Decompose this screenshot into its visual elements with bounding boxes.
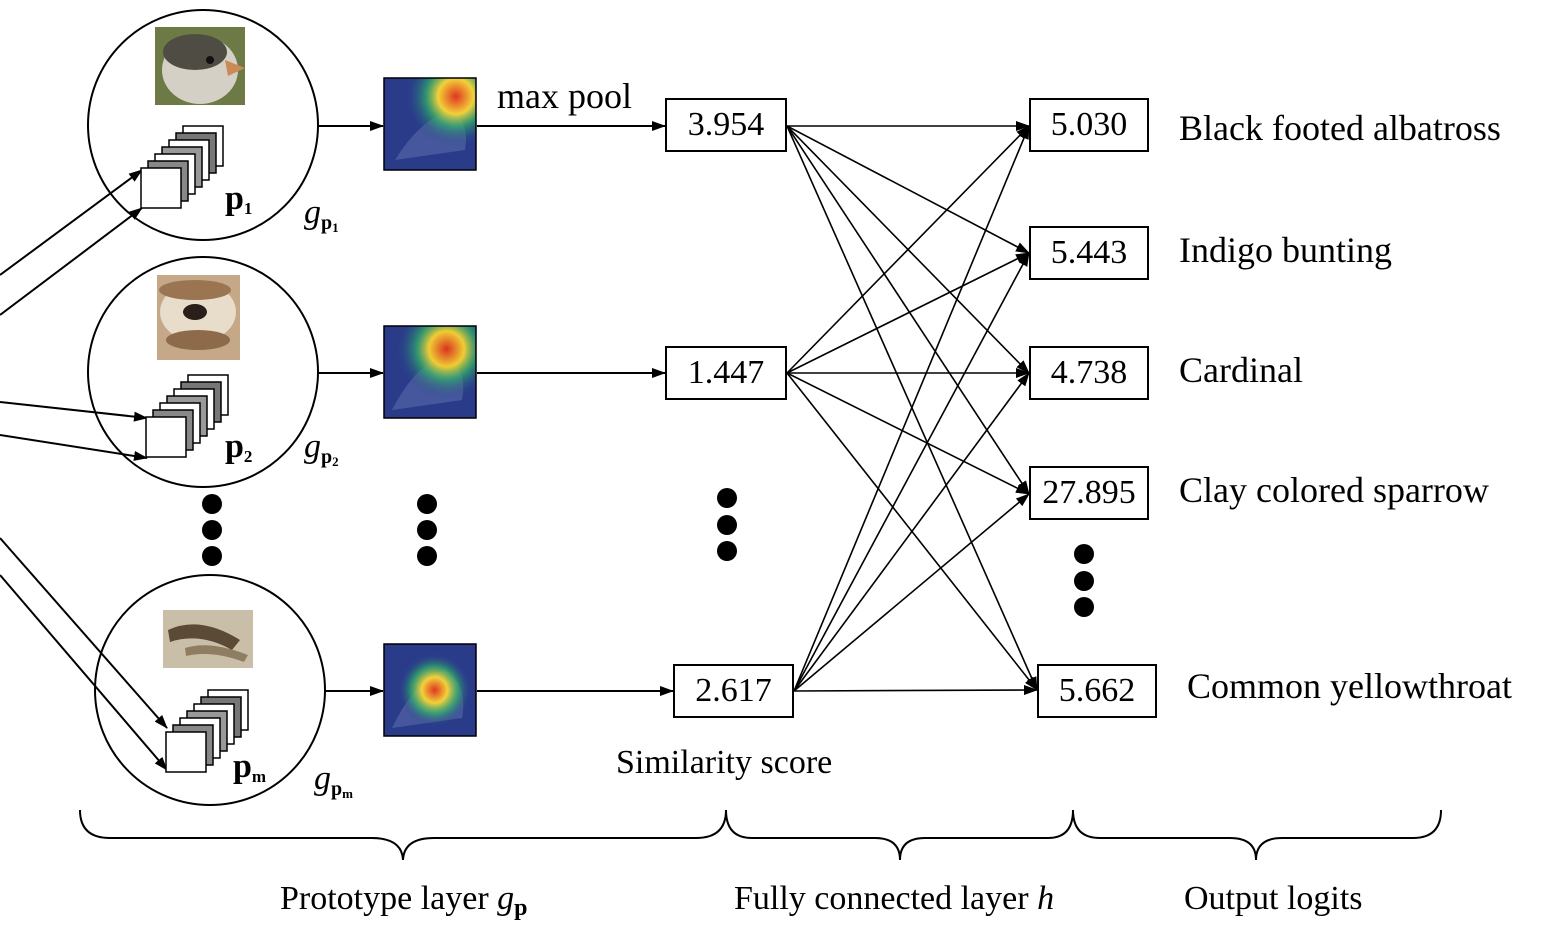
class-label-1: Black footed albatross	[1179, 108, 1501, 148]
heatmap-to-score-arrows	[477, 121, 674, 696]
activation-heatmap-1	[383, 77, 477, 171]
braces	[79, 809, 1442, 861]
similarity-score-1: 3.954	[665, 98, 787, 152]
ellipsis-dots	[202, 488, 1094, 617]
similarity-fn-label-1: gp1	[304, 194, 339, 235]
prototype-patch-m	[163, 610, 253, 668]
feature-stacks	[140, 125, 249, 773]
fully-connected-edges	[786, 121, 1038, 696]
output-logit-1: 5.030	[1029, 98, 1149, 152]
circle-to-heatmap-arrows	[318, 121, 384, 696]
similarity-score-label: Similarity score	[616, 744, 833, 781]
output-logit-3: 4.738	[1029, 346, 1149, 400]
output-logit-4: 27.895	[1029, 466, 1149, 520]
class-label-5: Common yellowthroat	[1187, 666, 1512, 706]
prototype-label-2: p2	[225, 428, 253, 466]
activation-heatmap-2	[383, 325, 477, 419]
output-logits-label: Output logits	[1184, 880, 1363, 917]
similarity-score-m: 2.617	[673, 664, 794, 718]
ellipsis-prototypes	[202, 494, 222, 566]
input-arrows	[0, 169, 168, 771]
brace-output	[1072, 809, 1442, 861]
similarity-fn-label-m: gpm	[314, 760, 353, 801]
ellipsis-heatmaps	[417, 494, 437, 566]
activation-heatmap-m	[383, 643, 477, 737]
brace-prototype-layer	[79, 809, 727, 861]
feature-stack-1	[140, 125, 224, 209]
prototype-patch-1	[155, 27, 245, 105]
prototype-layer-label: Prototype layer gp	[280, 880, 528, 921]
fc-layer-label: Fully connected layer h	[734, 880, 1055, 917]
brace-fc-layer	[725, 809, 1074, 861]
feature-stack-m	[165, 689, 249, 773]
output-logit-2: 5.443	[1029, 226, 1149, 280]
max-pool-label: max pool	[497, 76, 632, 116]
similarity-score-2: 1.447	[665, 346, 787, 400]
ellipsis-scores	[717, 488, 737, 561]
class-label-4: Clay colored sparrow	[1179, 470, 1489, 510]
ellipsis-outputs	[1074, 544, 1094, 617]
similarity-fn-label-2: gp2	[304, 428, 339, 469]
prototype-patch-2	[157, 275, 240, 360]
prototype-label-1: p1	[225, 180, 253, 218]
feature-stack-2	[145, 374, 229, 458]
output-logit-5: 5.662	[1037, 664, 1157, 718]
class-label-3: Cardinal	[1179, 350, 1303, 390]
class-label-2: Indigo bunting	[1179, 230, 1392, 270]
prototype-label-m: pm	[233, 748, 267, 786]
